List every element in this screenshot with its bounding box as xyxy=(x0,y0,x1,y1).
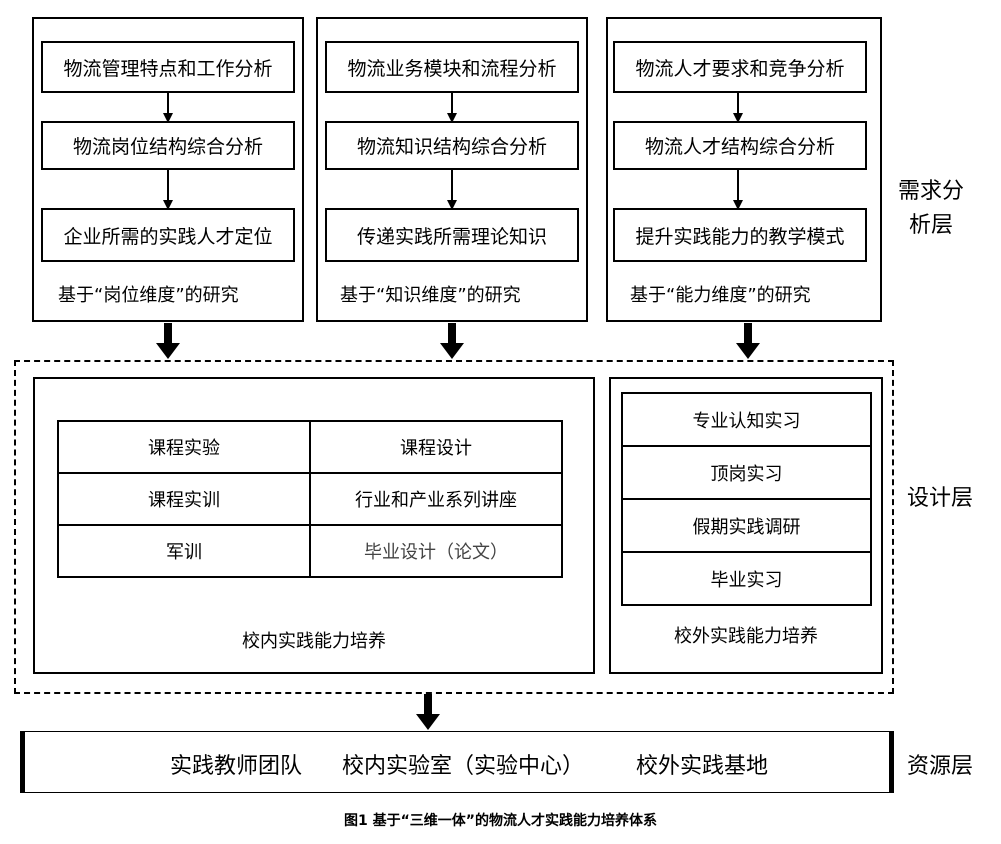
arrow-c2-to-design xyxy=(440,323,464,359)
design-layer-frame xyxy=(14,360,894,694)
c1-step-1: 物流管理特点和工作分析 xyxy=(41,41,295,93)
resource-item-teachers: 实践教师团队 xyxy=(170,754,303,779)
c2-step-1: 物流业务模块和流程分析 xyxy=(325,41,579,93)
grid-cell: 军训 xyxy=(57,524,311,578)
resource-layer-label: 资源层 xyxy=(907,754,974,779)
offcampus-practice-list: 专业认知实习 顶岗实习 假期实践调研 毕业实习 xyxy=(621,392,872,606)
grid-cell: 课程实训 xyxy=(57,472,311,526)
offcampus-practice-title: 校外实践能力培养 xyxy=(674,626,818,647)
arrow-c1-to-design xyxy=(156,323,180,359)
c3-step-1: 物流人才要求和竞争分析 xyxy=(613,41,867,93)
arrow-design-to-resource xyxy=(416,694,440,730)
resource-layer-bar xyxy=(20,731,894,793)
c3-step-3: 提升实践能力的教学模式 xyxy=(613,208,867,262)
c1-dimension-label: 基于“岗位维度”的研究 xyxy=(58,285,239,306)
list-item: 顶岗实习 xyxy=(623,447,870,500)
c1-step-2: 物流岗位结构综合分析 xyxy=(41,121,295,170)
c3-dimension-label: 基于“能力维度”的研究 xyxy=(630,285,811,306)
table-row: 课程实验 课程设计 xyxy=(57,420,563,474)
campus-practice-grid: 课程实验 课程设计 课程实训 行业和产业系列讲座 军训 毕业设计（论文） xyxy=(57,420,563,578)
demand-column-post xyxy=(32,17,304,322)
table-row: 军训 毕业设计（论文） xyxy=(57,524,563,578)
list-item: 毕业实习 xyxy=(710,569,783,591)
demand-column-ability xyxy=(606,17,882,322)
c2-step-3: 传递实践所需理论知识 xyxy=(325,208,579,262)
resource-item-bases: 校外实践基地 xyxy=(636,754,769,779)
arrow-c3-to-design xyxy=(736,323,760,359)
demand-layer-label-text: 需求分析层 xyxy=(897,179,964,238)
grid-cell: 行业和产业系列讲座 xyxy=(309,472,563,526)
list-item: 专业认知实习 xyxy=(623,394,870,447)
grid-cell: 毕业设计（论文） xyxy=(309,524,563,578)
campus-practice-block xyxy=(33,377,595,674)
demand-column-knowledge xyxy=(316,17,588,322)
figure-caption: 图1 基于“三维一体”的物流人才实践能力培养体系 xyxy=(343,813,658,829)
grid-cell: 课程设计 xyxy=(309,420,563,474)
c3-step-2: 物流人才结构综合分析 xyxy=(613,121,867,170)
c2-dimension-label: 基于“知识维度”的研究 xyxy=(340,285,521,306)
resource-item-lab: 校内实验室（实验中心） xyxy=(342,754,585,779)
c1-step-3: 企业所需的实践人才定位 xyxy=(41,208,295,262)
list-item: 假期实践调研 xyxy=(623,500,870,553)
grid-cell: 课程实验 xyxy=(57,420,311,474)
table-row: 课程实训 行业和产业系列讲座 xyxy=(57,472,563,526)
design-layer-label: 设计层 xyxy=(907,486,974,511)
campus-practice-title: 校内实践能力培养 xyxy=(242,631,386,652)
demand-layer-label: 需求分析层 xyxy=(896,175,966,243)
offcampus-practice-block xyxy=(609,377,883,674)
c2-step-2: 物流知识结构综合分析 xyxy=(325,121,579,170)
